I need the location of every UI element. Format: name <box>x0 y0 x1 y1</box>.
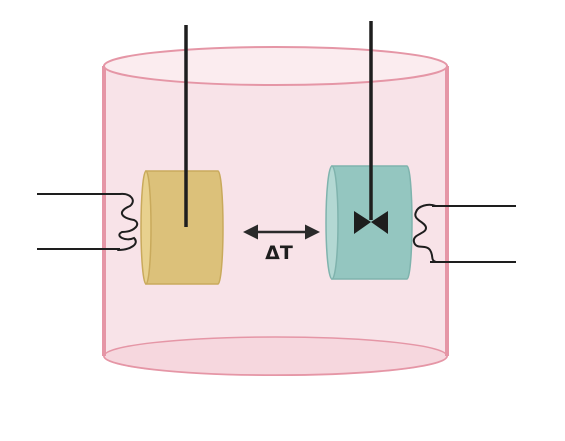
left-block <box>140 170 224 285</box>
container-cylinder <box>102 46 449 377</box>
delta-t-label: ΔT <box>265 242 293 264</box>
container-bottom-ellipse <box>103 336 448 376</box>
left-wires <box>37 193 120 250</box>
container-left-wall <box>102 66 106 356</box>
container-top-ellipse <box>103 46 448 86</box>
bowtie-valve-icon <box>354 211 388 234</box>
right-coil-icon <box>412 203 437 263</box>
container-right-wall <box>445 66 449 356</box>
left-coil-icon <box>117 192 139 251</box>
right-wires <box>430 205 516 263</box>
